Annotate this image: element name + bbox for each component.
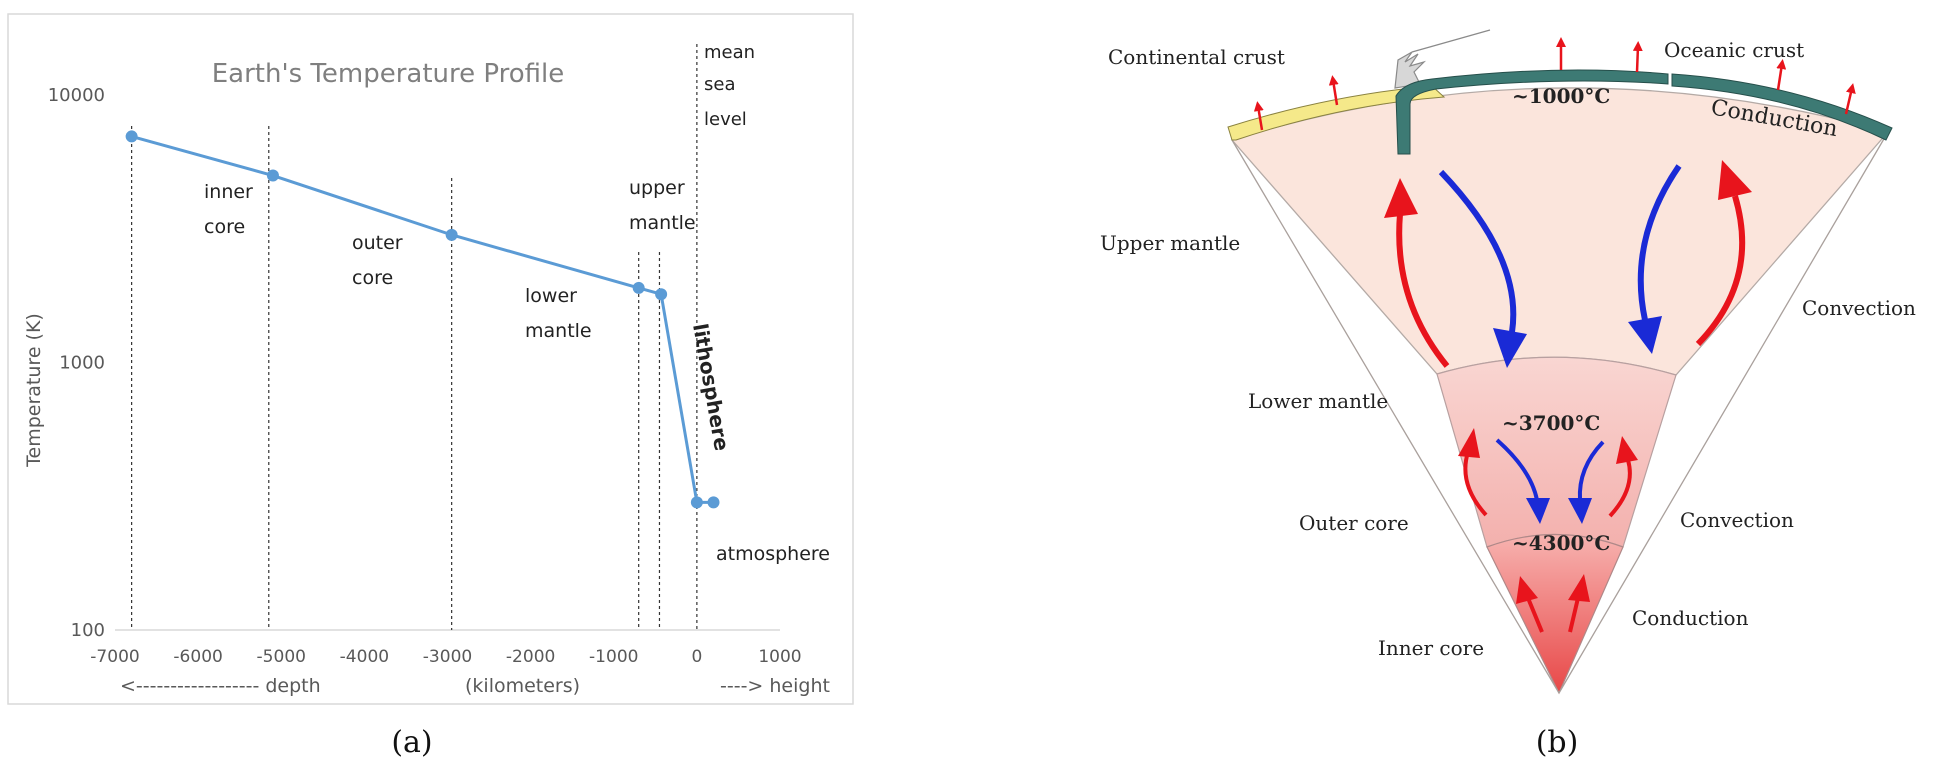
core-cold-arrowhead-right — [1568, 498, 1592, 524]
label-mean-sea-level-1: mean — [704, 42, 755, 63]
core-cold-arrow-left — [1495, 438, 1539, 501]
label-lower-mantle-1: lower — [525, 285, 577, 307]
data-point — [632, 281, 645, 294]
x-tick-labels: -7000 -6000 -5000 -4000 -3000 -2000 -1000 0 1000 — [90, 647, 801, 667]
x-tick-label: -5000 — [257, 647, 306, 667]
inner-core-arrows — [1516, 574, 1590, 633]
data-point — [266, 169, 279, 182]
data-point — [707, 496, 720, 509]
series-points — [125, 130, 720, 509]
x-tick-label: -1000 — [589, 647, 638, 667]
label-outer-core-1: outer — [352, 232, 403, 254]
chart-title: Earth's Temperature Profile — [212, 59, 565, 89]
y-tick-label: 10000 — [48, 85, 105, 106]
chart-frame — [7, 13, 854, 705]
label-atmosphere: atmosphere — [716, 543, 830, 565]
mantle-cold-arrowhead-left — [1493, 328, 1527, 368]
oceanic-crust-right — [1671, 73, 1893, 141]
mantle-hot-arrowhead-left — [1384, 178, 1418, 218]
heat-flux-arrows — [1253, 37, 1856, 131]
label-outer-core-2: core — [352, 267, 393, 289]
heat-arrow-1 — [1253, 101, 1264, 131]
mantle-cold-arrow-left — [1438, 169, 1517, 333]
label-mean-sea-level-3: level — [704, 109, 747, 130]
core-hot-arrowhead-right — [1616, 436, 1638, 464]
inner-arrowhead-right — [1568, 574, 1590, 602]
x-tick-label: -7000 — [90, 647, 139, 667]
heat-arrow-6 — [1844, 83, 1856, 115]
core-hot-arrow-right — [1608, 459, 1632, 518]
label-lower-mantle-2: mantle — [525, 320, 592, 342]
label-upper-mantle-1: upper — [629, 177, 685, 199]
volcano-plume — [1411, 29, 1491, 53]
label-outer-core: Outer core — [1299, 511, 1409, 535]
inner-core-region — [1486, 533, 1624, 695]
core-hot-arrowhead-left — [1458, 428, 1480, 458]
heat-arrow-2 — [1328, 75, 1339, 106]
label-upper-mantle-2: mantle — [629, 212, 696, 234]
y-tick-label: 1000 — [59, 353, 105, 374]
panel-a: Earth's Temperature Profile Temperature … — [7, 13, 854, 760]
caption-b: (b) — [1536, 725, 1579, 760]
data-point — [445, 228, 458, 241]
wedge-right-edge — [1558, 131, 1889, 694]
label-inner-core-1: inner — [204, 181, 253, 203]
label-oceanic-crust: Oceanic crust — [1664, 38, 1804, 62]
label-mean-sea-level-2: sea — [704, 74, 735, 95]
data-point — [655, 288, 668, 301]
y-tick-labels: 100 1000 10000 — [48, 85, 105, 641]
x-sub-height: ----> height — [720, 675, 830, 697]
x-tick-label: -6000 — [173, 647, 222, 667]
x-sub-kilometers: (kilometers) — [465, 675, 580, 697]
label-upper-mantle: Upper mantle — [1100, 231, 1240, 255]
mantle-hot-arrowhead-right — [1718, 160, 1752, 200]
label-conduction-core: Conduction — [1632, 606, 1749, 630]
label-temp-cmb: ~3700°C — [1502, 411, 1600, 435]
volcano-icon — [1394, 51, 1427, 89]
heat-arrow-5 — [1776, 59, 1787, 91]
mantle-hot-arrow-left — [1396, 213, 1450, 368]
x-tick-label: 1000 — [758, 647, 801, 667]
core-cold-arrow-right — [1577, 440, 1605, 501]
mantle-hot-arrow-right — [1695, 195, 1746, 347]
inner-arrow-left — [1526, 597, 1544, 633]
y-tick-label: 100 — [71, 620, 105, 641]
mantle-convection-arrows — [1384, 160, 1752, 368]
core-convection-arrows — [1458, 428, 1638, 524]
label-convection-mantle: Convection — [1802, 296, 1916, 320]
label-convection-core: Convection — [1680, 508, 1794, 532]
x-tick-label: -2000 — [506, 647, 555, 667]
y-axis-label: Temperature (K) — [23, 313, 45, 468]
wedge-left-edge — [1231, 139, 1560, 694]
label-continental-crust: Continental crust — [1108, 45, 1285, 69]
inner-arrow-right — [1568, 597, 1580, 633]
x-tick-label: 0 — [691, 647, 702, 667]
oceanic-crust-subducting — [1395, 69, 1669, 155]
label-temp-surface: ~1000°C — [1512, 84, 1610, 108]
continental-crust — [1227, 85, 1446, 141]
x-sub-depth: <------------------ depth — [120, 675, 321, 697]
label-inner-core: Inner core — [1378, 636, 1484, 660]
label-inner-core-2: core — [204, 216, 245, 238]
panel-b: Continental crust Oceanic crust ~1000°C … — [1100, 29, 1916, 760]
core-cold-arrowhead-left — [1526, 498, 1550, 524]
core-hot-arrow-left — [1463, 451, 1488, 517]
inner-arrowhead-left — [1516, 576, 1538, 604]
data-point — [125, 130, 138, 143]
label-lower-mantle: Lower mantle — [1248, 389, 1388, 413]
heat-arrow-4 — [1632, 41, 1643, 73]
boundary-lines — [131, 44, 698, 630]
mantle-cold-arrow-right — [1637, 164, 1682, 321]
caption-a: (a) — [391, 725, 432, 760]
data-point — [690, 496, 703, 509]
x-tick-label: -3000 — [423, 647, 472, 667]
mantle-cold-arrowhead-right — [1628, 316, 1662, 354]
x-tick-label: -4000 — [340, 647, 389, 667]
label-temp-icb: ~4300°C — [1512, 531, 1610, 555]
